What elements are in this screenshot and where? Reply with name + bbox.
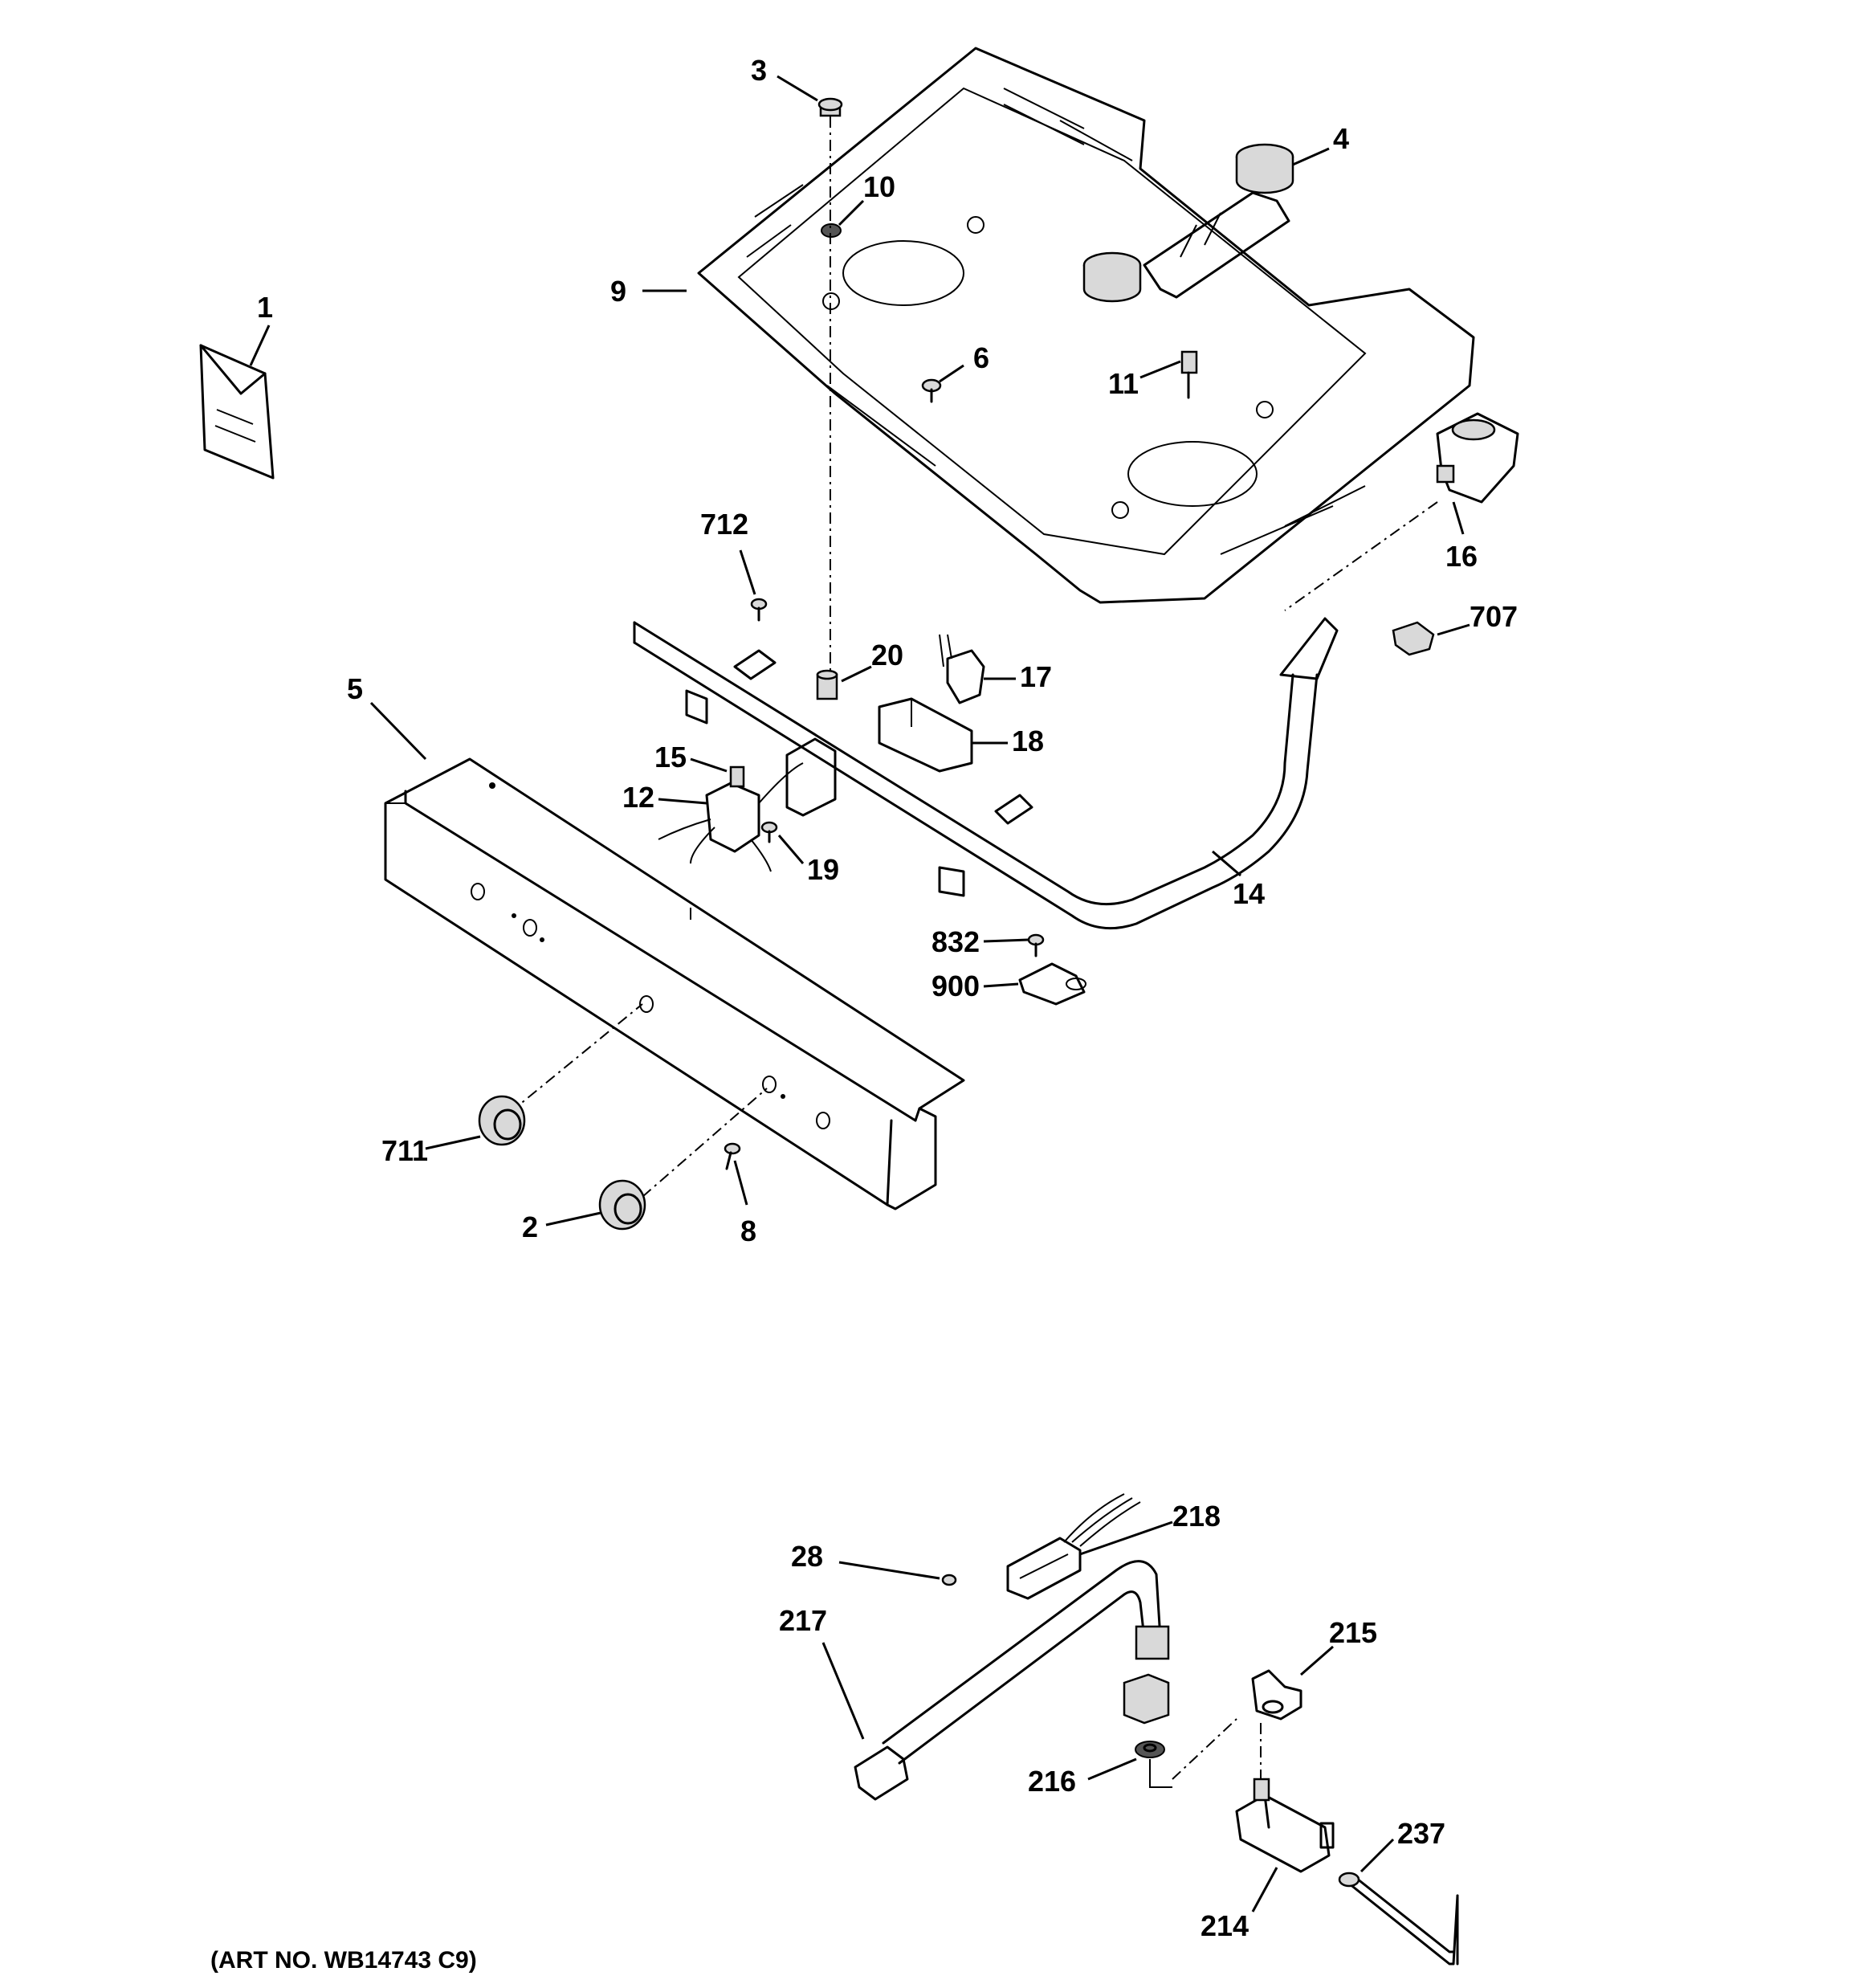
leader-215 xyxy=(1300,1645,1334,1676)
leader-2 xyxy=(545,1211,601,1227)
alignment-line-216 xyxy=(1172,1718,1237,1780)
screw-part-28 xyxy=(941,1574,957,1586)
alignment-line-2 xyxy=(642,1088,768,1198)
knob-part-2 xyxy=(598,1179,646,1231)
cap-part-707 xyxy=(1392,621,1435,656)
leader-8 xyxy=(733,1160,748,1206)
callout-11: 11 xyxy=(1108,367,1139,400)
callout-2: 2 xyxy=(522,1210,538,1243)
burner-part-4 xyxy=(1082,143,1294,303)
screw-part-712 xyxy=(750,598,768,622)
callout-12: 12 xyxy=(622,781,654,814)
envelope-part xyxy=(199,344,275,480)
switch-part-17 xyxy=(939,634,985,704)
screw-part-6 xyxy=(921,378,942,403)
callout-8: 8 xyxy=(740,1214,756,1247)
valve-part-12 xyxy=(658,762,804,872)
callout-1: 1 xyxy=(257,291,273,324)
alignment-line-711 xyxy=(509,1003,643,1113)
leader-15 xyxy=(690,757,728,773)
callout-237: 237 xyxy=(1397,1817,1445,1850)
valve-part-214 xyxy=(1235,1778,1335,1873)
callout-20: 20 xyxy=(871,639,903,672)
electrode-part-11 xyxy=(1180,350,1198,399)
callout-218: 218 xyxy=(1172,1500,1221,1533)
callout-17: 17 xyxy=(1020,660,1052,693)
leader-11 xyxy=(1139,360,1181,379)
module-part-18 xyxy=(878,697,973,773)
leader-6 xyxy=(939,364,964,383)
callout-9: 9 xyxy=(610,275,626,308)
screw-part-832 xyxy=(1027,933,1045,957)
connector-216 xyxy=(1149,1759,1172,1788)
callout-707: 707 xyxy=(1470,600,1518,633)
leader-832 xyxy=(983,938,1029,943)
bracket-part-900 xyxy=(1018,962,1086,1006)
callout-6: 6 xyxy=(973,341,989,374)
leader-900 xyxy=(983,982,1019,988)
callout-15: 15 xyxy=(654,741,687,774)
leader-3 xyxy=(777,75,818,102)
burner-box-part xyxy=(697,47,1475,604)
tube-part-237 xyxy=(1338,1872,1459,1966)
regulator-part-16 xyxy=(1436,412,1519,504)
leader-237 xyxy=(1360,1838,1395,1873)
knob-part-711 xyxy=(478,1095,526,1146)
art-number-label: (ART NO. WB14743 C9) xyxy=(210,1947,477,1974)
orifice-part-216 xyxy=(1123,1673,1170,1758)
callout-215: 215 xyxy=(1329,1616,1377,1649)
screw-part-3 xyxy=(817,97,843,117)
callout-216: 216 xyxy=(1028,1765,1076,1798)
callout-5: 5 xyxy=(347,672,363,705)
leader-216 xyxy=(1087,1757,1137,1781)
leader-16 xyxy=(1452,501,1465,535)
leader-707 xyxy=(1437,623,1470,636)
leader-5 xyxy=(369,701,427,761)
spacer-part-20 xyxy=(816,669,838,700)
leader-218 xyxy=(1079,1521,1173,1556)
alignment-line-16 xyxy=(1284,501,1438,611)
bracket-part-215 xyxy=(1251,1669,1302,1721)
leader-10 xyxy=(838,199,865,227)
leader-711 xyxy=(425,1135,481,1150)
callout-14: 14 xyxy=(1233,877,1265,910)
control-panel-part-5 xyxy=(384,757,965,1210)
callout-28: 28 xyxy=(791,1540,823,1573)
callout-4: 4 xyxy=(1333,122,1349,155)
igniter-module-part-218 xyxy=(1006,1493,1141,1600)
leader-217 xyxy=(821,1642,865,1740)
leader-19 xyxy=(777,835,805,864)
leader-20 xyxy=(841,665,872,683)
screw-part-19 xyxy=(760,821,778,843)
callout-214: 214 xyxy=(1201,1909,1249,1942)
manifold-part-14 xyxy=(633,617,1339,930)
callout-712: 712 xyxy=(700,508,748,541)
callout-711: 711 xyxy=(381,1134,428,1167)
callout-19: 19 xyxy=(807,853,839,886)
leader-214 xyxy=(1251,1867,1278,1912)
screw-part-8 xyxy=(724,1142,741,1170)
leader-14 xyxy=(1212,850,1241,877)
callout-900: 900 xyxy=(932,970,980,1002)
callout-18: 18 xyxy=(1012,725,1044,757)
leader-28 xyxy=(838,1561,940,1580)
callout-217: 217 xyxy=(779,1604,827,1637)
leader-4 xyxy=(1292,147,1330,166)
burner-tube-part-217 xyxy=(854,1560,1170,1801)
leader-1 xyxy=(249,325,271,366)
callout-16: 16 xyxy=(1445,540,1478,573)
leader-12 xyxy=(658,798,707,805)
leader-712 xyxy=(739,549,756,595)
callout-832: 832 xyxy=(932,925,980,958)
callout-3: 3 xyxy=(751,54,767,87)
callout-10: 10 xyxy=(863,170,895,203)
